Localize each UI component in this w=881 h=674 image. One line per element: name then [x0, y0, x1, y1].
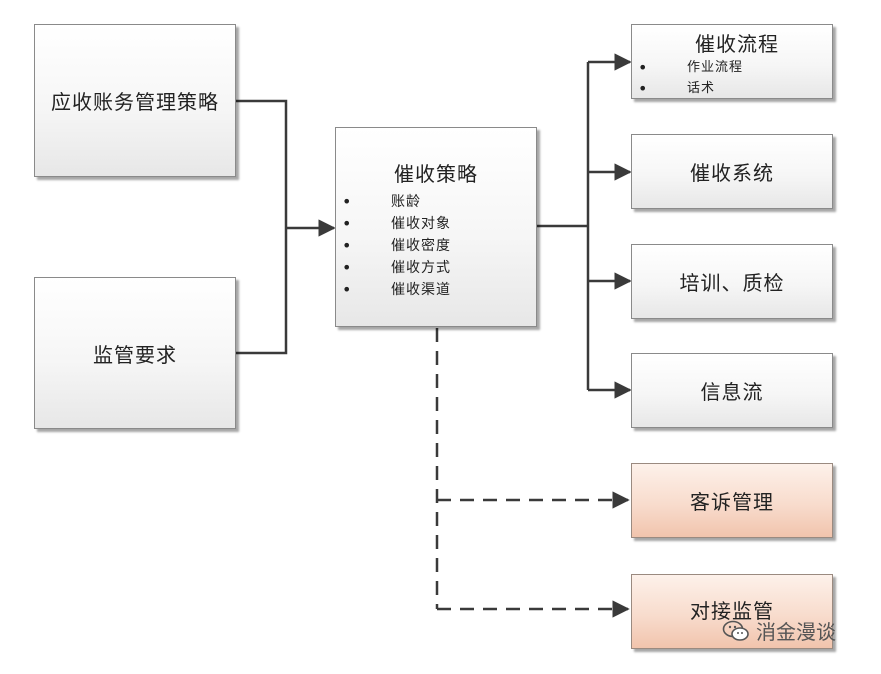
connector-left-bottom — [236, 228, 288, 355]
box-collection-flow: 催收流程 作业流程 话术 — [631, 24, 833, 99]
watermark-text: 消金漫谈 — [756, 620, 836, 644]
list-item: 作业流程 — [632, 57, 832, 78]
list-item: 账龄 — [336, 191, 536, 213]
box-label: 催收系统 — [690, 161, 774, 185]
box-label: 对接监管 — [690, 599, 774, 623]
box-title: 催收策略 — [394, 162, 478, 186]
box-training-qc: 培训、质检 — [631, 244, 833, 319]
box-collection-system: 催收系统 — [631, 134, 833, 209]
box-info-flow: 信息流 — [631, 353, 833, 428]
box-receivables-strategy: 应收账务管理策略 — [34, 24, 236, 177]
box-collection-strategy: 催收策略 账龄 催收对象 催收密度 催收方式 催收渠道 — [335, 127, 537, 327]
list-item: 催收渠道 — [336, 279, 536, 301]
box-complaint-management: 客诉管理 — [631, 463, 833, 538]
watermark: 消金漫谈 — [722, 616, 836, 645]
connector-left-top — [236, 99, 288, 228]
box-label: 信息流 — [700, 380, 764, 404]
box-label: 监管要求 — [93, 342, 177, 367]
wechat-icon — [722, 620, 749, 641]
box-title: 催收流程 — [695, 32, 779, 56]
box-label: 应收账务管理策略 — [51, 90, 219, 114]
flow-list: 作业流程 话术 — [632, 57, 832, 99]
box-label: 培训、质检 — [679, 271, 785, 295]
box-regulatory-requirements: 监管要求 — [34, 277, 236, 429]
list-item: 话术 — [632, 78, 832, 99]
strategy-list: 账龄 催收对象 催收密度 催收方式 催收渠道 — [336, 191, 536, 301]
list-item: 催收对象 — [336, 213, 536, 235]
list-item: 催收方式 — [336, 257, 536, 279]
box-label: 客诉管理 — [690, 490, 774, 514]
list-item: 催收密度 — [336, 235, 536, 257]
